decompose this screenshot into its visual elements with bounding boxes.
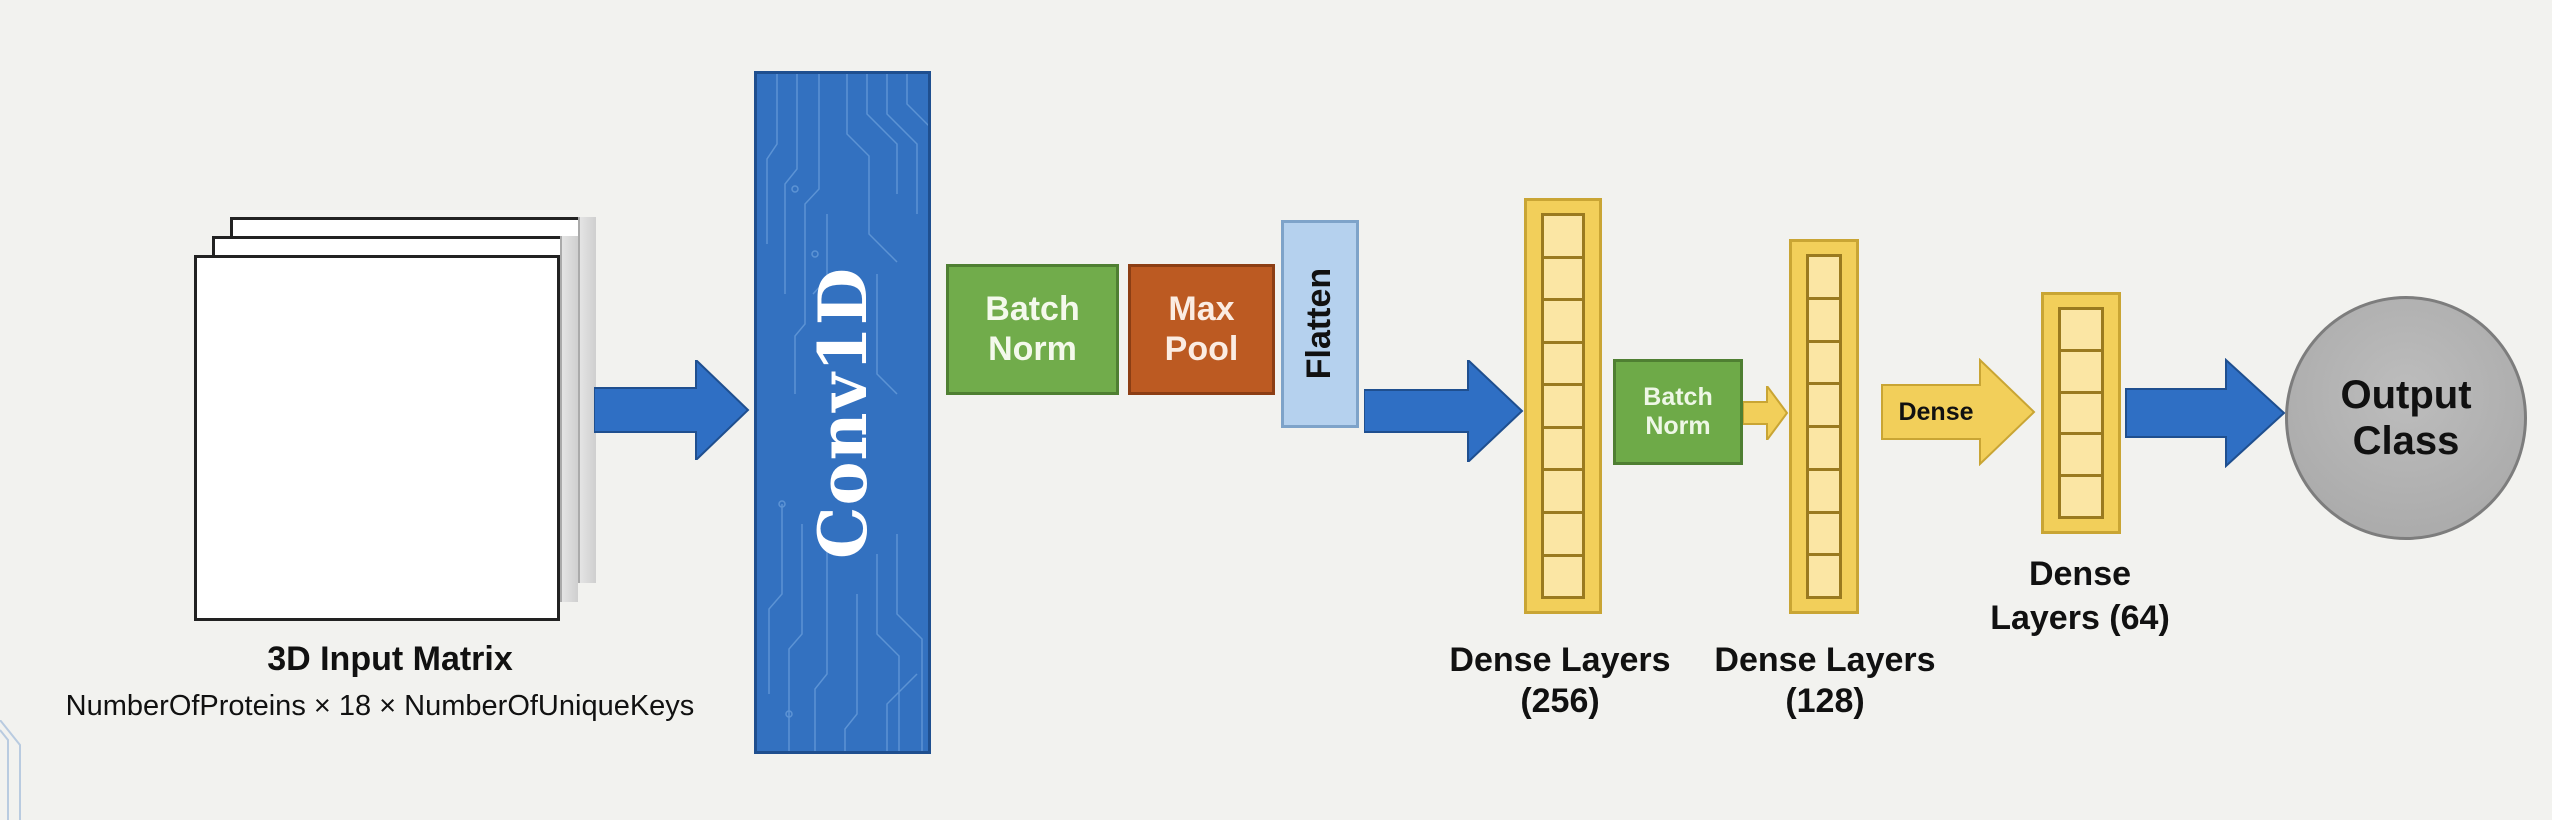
neuron-cell bbox=[1544, 471, 1582, 514]
batch-norm-layer-1: Batch Norm bbox=[946, 264, 1119, 395]
arrow-dense-64-to-output bbox=[2125, 358, 2286, 468]
arrow-flatten-to-dense-256 bbox=[1364, 360, 1524, 462]
max-pool-layer: Max Pool bbox=[1128, 264, 1275, 395]
dense-256-cells bbox=[1541, 213, 1585, 599]
conv1d-label: Conv1D bbox=[803, 266, 882, 559]
neuron-cell bbox=[1809, 556, 1839, 596]
dense-arrow-label: Dense bbox=[1898, 398, 1974, 426]
neuron-cell bbox=[1809, 513, 1839, 557]
neuron-cell bbox=[2061, 477, 2101, 516]
neuron-cell bbox=[2061, 310, 2101, 352]
circuit-pattern bbox=[766, 74, 928, 751]
output-class-line2: Class bbox=[2352, 419, 2460, 463]
neuron-cell bbox=[1809, 428, 1839, 471]
flatten-label: Flatten bbox=[1300, 268, 1339, 380]
dense-layer-64 bbox=[2041, 292, 2121, 534]
neuron-cell bbox=[1809, 299, 1839, 343]
neuron-cell bbox=[1809, 385, 1839, 428]
dense-128-label: Dense Layers (128) bbox=[1680, 640, 1970, 722]
dense-64-label-line2: Layers (64) bbox=[1990, 599, 2170, 638]
dense-layer-256 bbox=[1524, 198, 1602, 614]
batch-norm-layer-2: Batch Norm bbox=[1613, 359, 1743, 465]
input-matrix: 3D Input Matrix NumberOfProteins × 18 × … bbox=[0, 0, 760, 820]
dense-256-label: Dense Layers (256) bbox=[1410, 640, 1710, 722]
output-class-line1: Output bbox=[2340, 373, 2472, 417]
dense-256-label-line1: Dense Layers bbox=[1449, 641, 1671, 679]
dense-256-label-line2: (256) bbox=[1520, 681, 1600, 720]
flatten-layer: Flatten bbox=[1281, 220, 1359, 428]
batch-norm-1-line2: Norm bbox=[988, 329, 1077, 368]
neuron-cell bbox=[1809, 470, 1839, 514]
circuit-decoration bbox=[0, 720, 21, 820]
neuron-cell bbox=[1544, 216, 1582, 259]
arrow-input-to-conv bbox=[594, 360, 750, 460]
batch-norm-2-line1: Batch bbox=[1643, 383, 1713, 412]
neuron-cell bbox=[1544, 258, 1582, 302]
neuron-cell bbox=[1809, 342, 1839, 386]
dense-64-cells bbox=[2058, 307, 2104, 519]
matrix-sheet-front bbox=[194, 255, 560, 621]
neuron-cell bbox=[1544, 386, 1582, 429]
neuron-cell bbox=[1544, 343, 1582, 387]
neuron-cell bbox=[1544, 513, 1582, 557]
neuron-cell bbox=[2061, 435, 2101, 478]
arrow-dense-128-to-dense-64 bbox=[1881, 358, 2036, 466]
max-pool-line1: Max bbox=[1168, 290, 1235, 329]
output-class-node: Output Class bbox=[2285, 296, 2527, 540]
input-matrix-dimensions: NumberOfProteins × 18 × NumberOfUniqueKe… bbox=[65, 690, 695, 722]
dense-128-label-line2: (128) bbox=[1785, 681, 1865, 720]
neuron-cell bbox=[2061, 351, 2101, 394]
dense-layer-128 bbox=[1789, 239, 1859, 614]
batch-norm-1-line1: Batch bbox=[985, 290, 1080, 329]
dense-128-cells bbox=[1806, 254, 1842, 599]
batch-norm-2-line2: Norm bbox=[1645, 412, 1711, 440]
dense-128-label-line1: Dense Layers bbox=[1714, 641, 1936, 679]
neuron-cell bbox=[1544, 428, 1582, 472]
conv1d-layer: Conv1D bbox=[754, 71, 931, 754]
neuron-cell bbox=[2061, 393, 2101, 436]
arrow-batch-norm-to-dense-128 bbox=[1743, 386, 1789, 440]
dense-64-label: Dense Layers (64) bbox=[1940, 552, 2220, 640]
input-matrix-title: 3D Input Matrix bbox=[267, 640, 513, 678]
neuron-cell bbox=[1544, 556, 1582, 597]
neuron-cell bbox=[1544, 301, 1582, 344]
neuron-cell bbox=[1809, 257, 1839, 300]
max-pool-line2: Pool bbox=[1164, 329, 1239, 368]
dense-64-label-line1: Dense bbox=[2028, 555, 2132, 593]
